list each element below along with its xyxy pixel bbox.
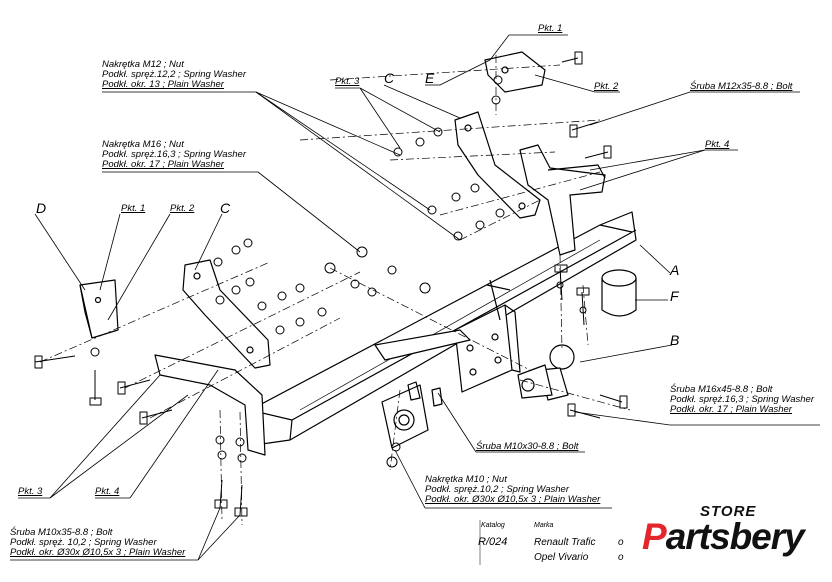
label-pkt1-top: Pkt. 1 xyxy=(538,23,563,34)
note-bolt-m10x35: Śruba M10x35-8.8 ; Bolt Podkł. spręż. 10… xyxy=(10,527,186,558)
note-nut-m12: Nakrętka M12 ; Nut Podkł. spręż.12,2 ; S… xyxy=(102,59,246,90)
main-beam-a xyxy=(249,211,637,446)
label-pkt3-bottom: Pkt. 3 xyxy=(18,486,43,497)
label-pkt1-left: Pkt. 1 xyxy=(121,203,146,214)
note-nut-m16: Nakrętka M16 ; Nut Podkł. spręż.16,3 ; S… xyxy=(102,139,246,170)
logo-brand-text: Partsbery xyxy=(642,516,805,557)
trailing-o-2: o xyxy=(618,552,624,563)
logo-store-text: STORE xyxy=(700,503,757,520)
label-e: E xyxy=(425,70,435,86)
left-bracket-d xyxy=(79,279,119,339)
label-d: D xyxy=(36,200,47,216)
note-bolt-m12: Śruba M12x35-8.8 ; Bolt xyxy=(690,81,793,92)
label-pkt3-top: Pkt. 3 xyxy=(335,76,360,87)
socket-plate xyxy=(381,381,443,449)
label-c-left: C xyxy=(220,200,231,216)
center-plate xyxy=(454,304,521,393)
make-renault: Renault Trafic xyxy=(534,537,596,548)
label-pkt2-top: Pkt. 2 xyxy=(594,81,619,92)
note-bolt-m10x30: Śruba M10x30-8.8 ; Bolt xyxy=(476,441,579,452)
leader-lines xyxy=(10,34,820,561)
label-a: A xyxy=(670,262,680,278)
label-c-top: C xyxy=(384,70,395,86)
nuts-and-washers xyxy=(90,75,587,468)
cap-f xyxy=(601,269,637,317)
catalog-number: R/024 xyxy=(478,536,508,548)
top-bracket-e xyxy=(484,51,546,93)
label-f: F xyxy=(670,288,679,304)
catalog-label: Katalog xyxy=(481,522,505,529)
label-pkt2-left: Pkt. 2 xyxy=(170,203,195,214)
assembly-axes xyxy=(39,55,631,526)
note-nut-m10: Nakrętka M10 ; Nut Podkł. spręż.10,2 ; S… xyxy=(425,474,601,505)
note-bolt-m16: Śruba M16x45-8.8 ; Bolt Podkł. spręż.16,… xyxy=(670,384,814,415)
trailing-o-1: o xyxy=(618,537,624,548)
label-pkt4-bottom: Pkt. 4 xyxy=(95,486,120,497)
label-pkt4-right: Pkt. 4 xyxy=(705,139,730,150)
partsbery-logo: STORE Partsbery xyxy=(642,503,822,573)
make-label: Marka xyxy=(534,522,554,529)
left-arm-c xyxy=(182,259,271,369)
tow-ball-b xyxy=(517,344,575,401)
label-b: B xyxy=(670,332,680,348)
make-opel: Opel Vivario xyxy=(534,552,589,563)
